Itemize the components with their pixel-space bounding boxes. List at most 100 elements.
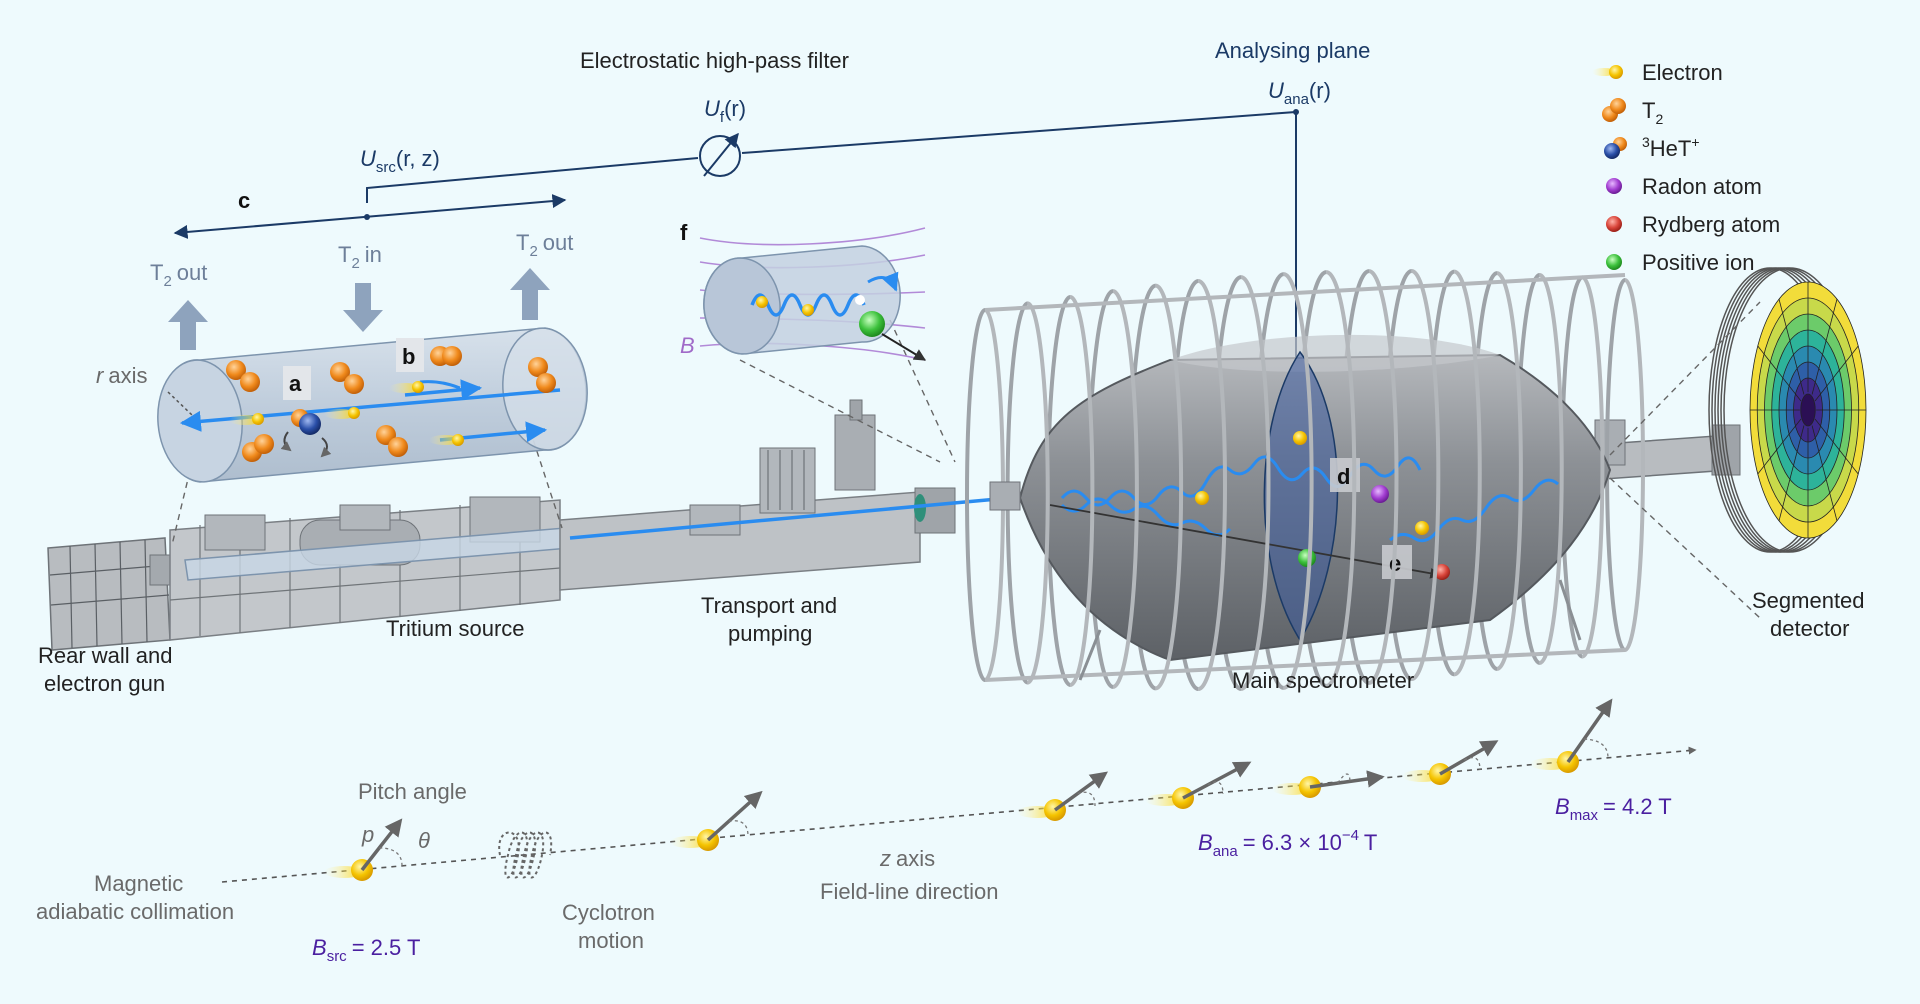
electron-track-lower (1060, 497, 1232, 537)
legend-label: Electron (1642, 60, 1723, 85)
electrode-hoop-front (1581, 275, 1605, 659)
electron-beam-transport (569, 486, 1045, 540)
collimation-strip: Pitch angle p θ Magnetic adiabatic colli… (36, 698, 1697, 965)
detector-label-2: detector (1770, 616, 1850, 641)
potential-network: Electrostatic high-pass filter Analysing… (173, 38, 1370, 377)
legend-item: T2 (1602, 98, 1663, 127)
detector-label-1: Segmented (1752, 588, 1865, 613)
inset-f: f B (680, 220, 956, 463)
momentum-arrow (1053, 771, 1108, 812)
momentum-arrow (1566, 698, 1613, 764)
hoop-rail-top (984, 273, 1626, 312)
b-max-label: Bmax= 4.2 T (1555, 794, 1672, 824)
main-spectrometer: d e (965, 268, 1645, 692)
electron-momentum-glyph (1530, 698, 1613, 773)
electron-momentum-glyph (1145, 761, 1252, 809)
panel-a-box (283, 366, 311, 400)
electron-momentum-glyph (1272, 770, 1385, 798)
electrode-hoop-front (1496, 271, 1523, 671)
theta-symbol: θ (418, 828, 430, 853)
positive-ion-icon (1606, 254, 1622, 270)
cyclotron-label-1: Cyclotron (562, 900, 655, 925)
pitch-angle-arc (728, 820, 749, 837)
transport-label-2: pumping (728, 621, 812, 646)
legend-item: Electron (1592, 60, 1723, 85)
t2-molecules (226, 346, 556, 462)
spectrometer-supports (1078, 579, 1582, 681)
legend-label: Rydberg atom (1642, 212, 1780, 237)
legend-item: Radon atom (1606, 174, 1762, 199)
electron-momentum-glyph (1017, 771, 1108, 821)
detector-zoom-lines (1609, 301, 1761, 619)
t2-molecule-icon (1602, 98, 1626, 122)
electron-track-upper (1060, 455, 1422, 507)
rydberg-atom-particle (1434, 564, 1450, 580)
mag-collimation-label-2: adiabatic collimation (36, 899, 234, 924)
u-src-label: Usrc(r, z) (360, 146, 440, 176)
electron-track-reflect (1389, 478, 1559, 543)
electrode-hoop-front (1624, 278, 1645, 652)
electron-momentum-glyph (670, 790, 763, 851)
electrode-hoop-front (1155, 283, 1184, 691)
pitch-angle-arc (1463, 756, 1481, 771)
hoop-rail-bottom (984, 648, 1626, 682)
rear-wall-machine (47, 537, 191, 651)
analysing-plane-label: Analysing plane (1215, 38, 1370, 63)
panel-b-tag: b (402, 344, 415, 369)
electrode-hoop-front (1539, 273, 1564, 665)
pitch-angle-arc (1337, 773, 1351, 784)
panel-c-tag: c (238, 188, 250, 213)
segmented-detector (1708, 267, 1867, 553)
panel-e-box (1382, 545, 1412, 579)
cyclotron-label-2: motion (578, 928, 644, 953)
momentum-arrow (706, 790, 763, 842)
electron-particle (1293, 431, 1307, 445)
u-ana-label: Uana(r) (1268, 78, 1331, 108)
transport-pumping-section (559, 399, 956, 591)
rear-wall-label-1: Rear wall and (38, 643, 173, 668)
legend-item: 3HeT+ (1604, 134, 1700, 161)
rear-wall-label-2: electron gun (44, 671, 165, 696)
legend-label: 3HeT+ (1642, 134, 1700, 161)
variable-potential-icon (699, 132, 741, 177)
cyclotron-coil (498, 831, 553, 879)
electrode-hoop-front (1112, 289, 1139, 689)
legend-label: Positive ion (1642, 250, 1755, 275)
field-line-axis (221, 746, 1697, 883)
pitch-angle-label: Pitch angle (358, 779, 467, 804)
pitch-angle-arc (1077, 791, 1096, 807)
rydberg-atom-icon (1606, 216, 1622, 232)
panel-a-tag: a (289, 371, 302, 396)
pitch-angle-arc (1584, 738, 1609, 759)
legend-item: Rydberg atom (1606, 212, 1780, 237)
momentum-arrow (360, 818, 403, 872)
detector-pixel-divider (1814, 418, 1859, 475)
positive-ion-particle (859, 311, 885, 337)
main-spectrometer-label: Main spectrometer (1232, 668, 1414, 693)
u-f-label: Uf(r) (704, 96, 746, 126)
transport-label-1: Transport and (701, 593, 837, 618)
scatter-path (419, 380, 461, 390)
panel-b-box (396, 338, 424, 372)
positive-ion-particle (1298, 549, 1316, 567)
ion-track (1049, 504, 1442, 579)
beam-arrow-mid (404, 379, 483, 401)
panel-f-tag: f (680, 220, 688, 245)
pitch-angle-arc (379, 847, 403, 867)
electrode-hoop-front (1197, 278, 1227, 692)
detector-pixel-divider (1811, 299, 1838, 395)
tritium-source-cryostat (169, 496, 571, 641)
electron-momentum-glyph (324, 818, 403, 881)
detector-pixel-divider (1757, 345, 1802, 402)
detector-pixel-divider (1778, 425, 1805, 521)
detector-pixel-divider (1814, 345, 1859, 402)
electrode-hoop-front (1453, 269, 1482, 677)
